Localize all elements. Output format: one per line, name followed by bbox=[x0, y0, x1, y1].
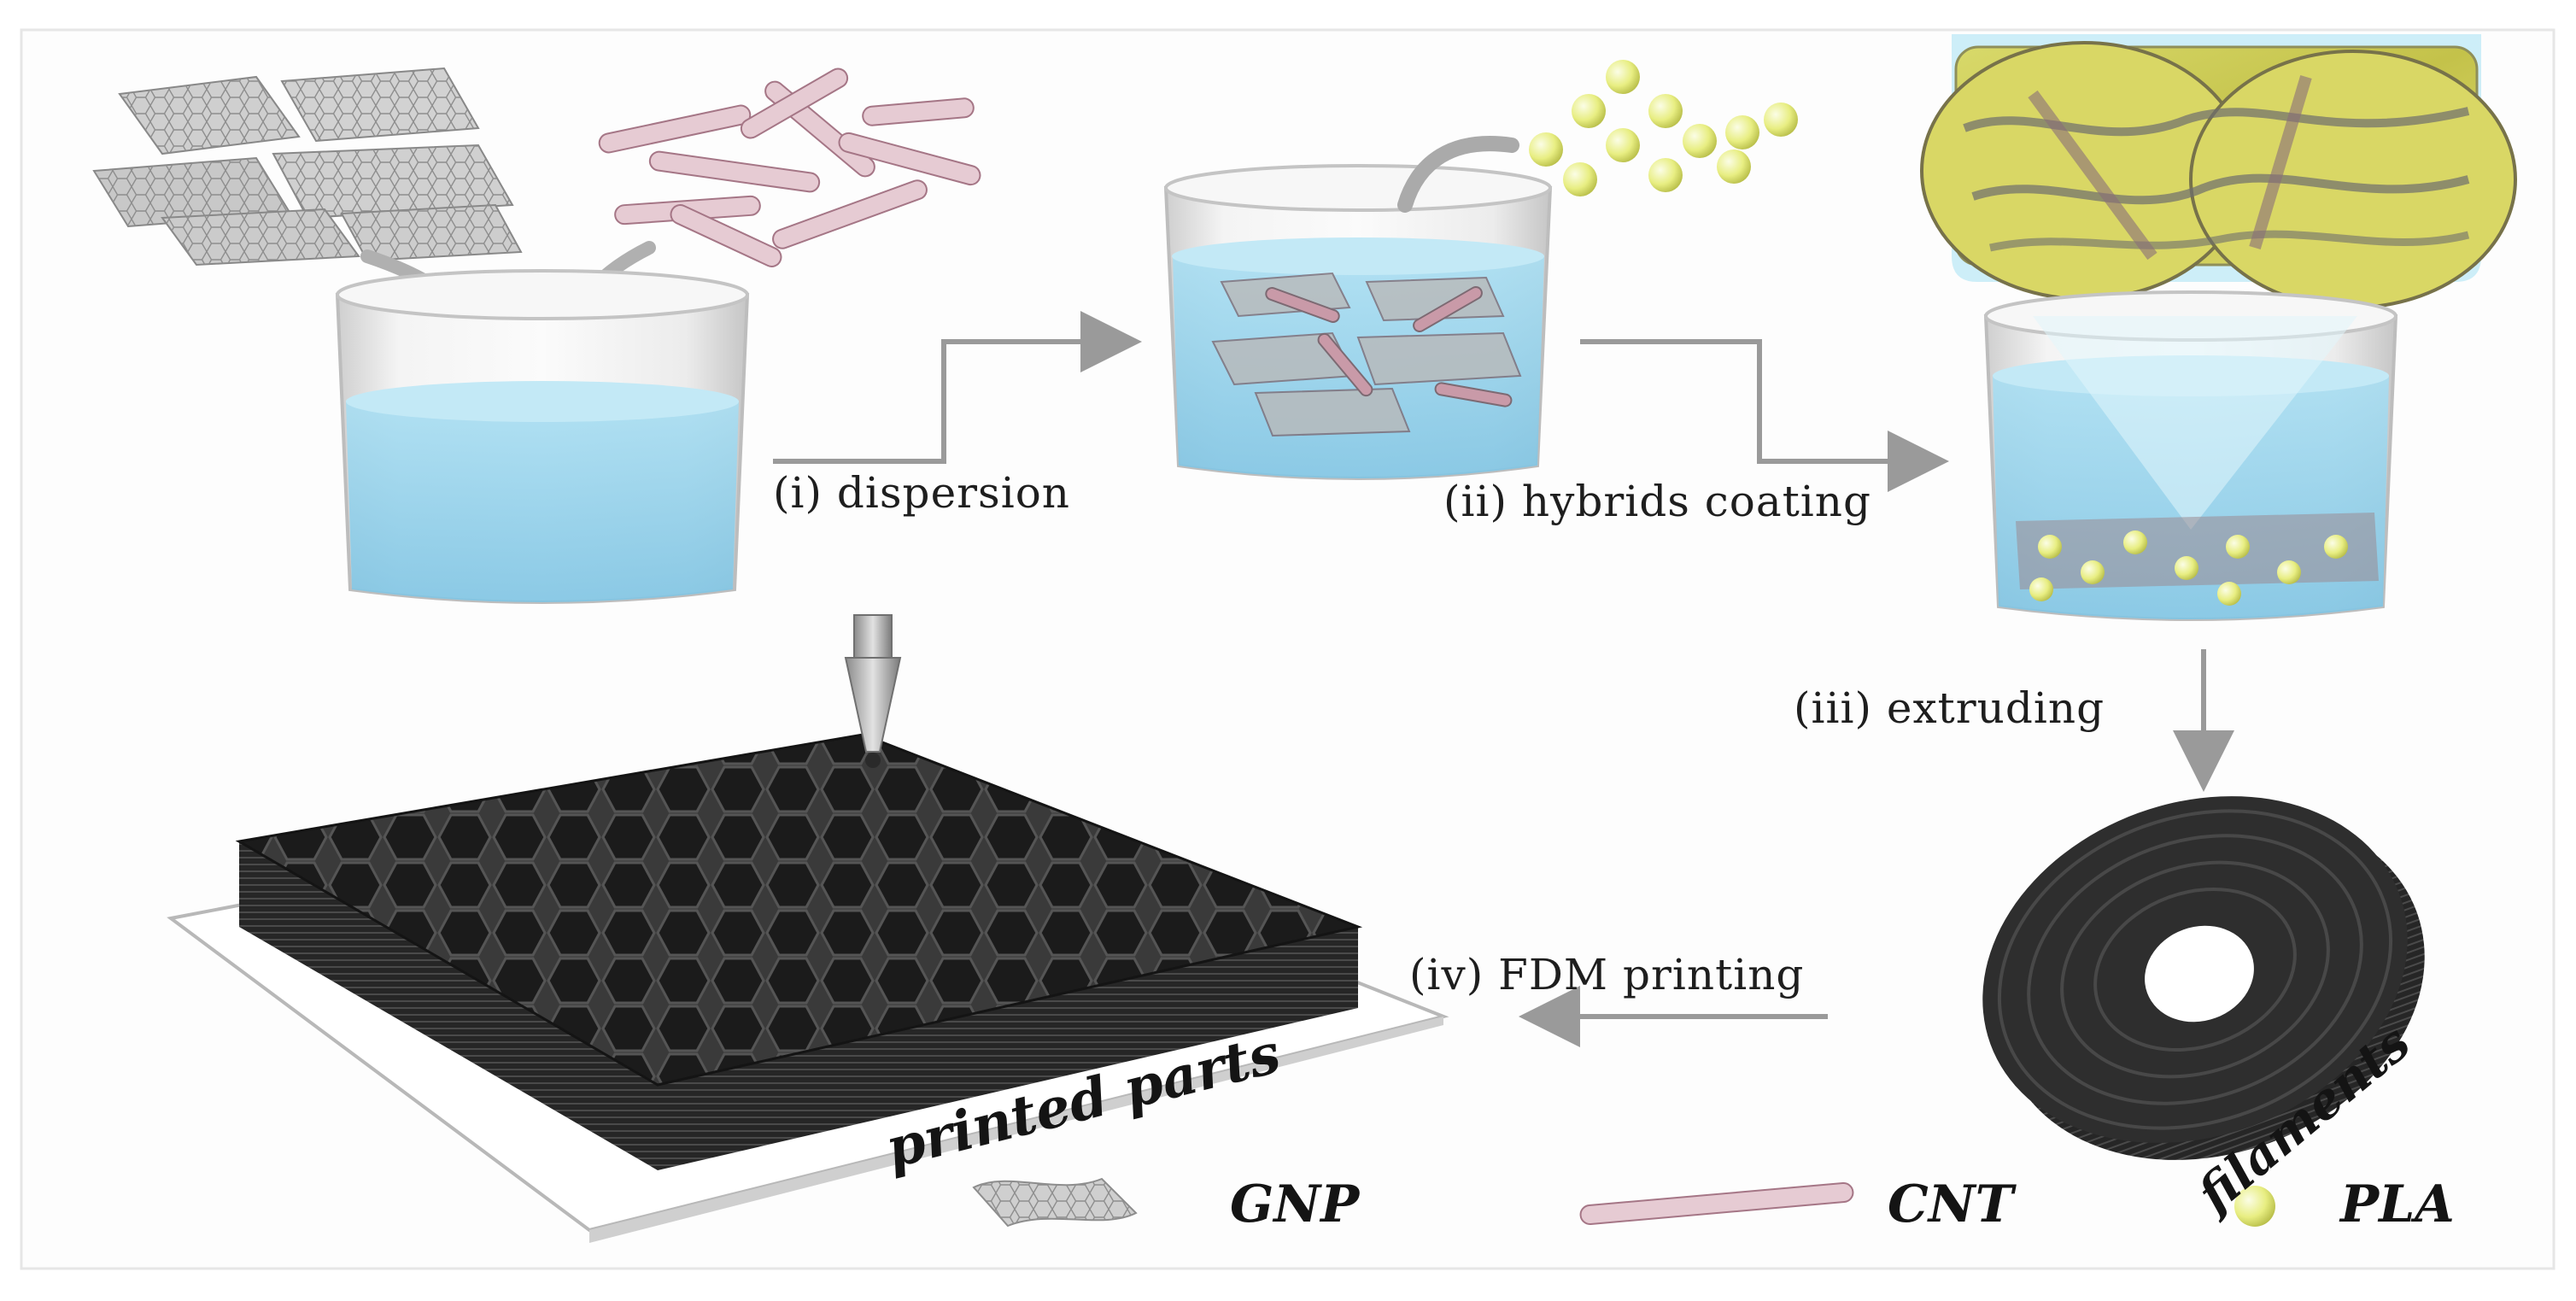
step-printing-label: (iv) FDM printing bbox=[1409, 950, 1805, 999]
legend-cnt-label: CNT bbox=[1888, 1175, 2014, 1234]
legend-gnp-icon bbox=[972, 1177, 1138, 1228]
feed-arrow-pla bbox=[1397, 136, 1519, 213]
legend-pla-label: PLA bbox=[2340, 1175, 2455, 1234]
arrow-coating bbox=[1580, 339, 1949, 492]
beaker-dispersion bbox=[335, 269, 750, 604]
beaker-coated bbox=[1983, 290, 2398, 621]
printed-honeycomb bbox=[167, 733, 1449, 1243]
coated-pellets bbox=[2016, 513, 2379, 606]
step-coating-label: (ii) hybrids coating bbox=[1443, 477, 1872, 526]
pla-pellets-cluster bbox=[1529, 60, 1798, 196]
arrow-dispersion bbox=[773, 311, 1142, 464]
cnt-tubes-cluster bbox=[598, 67, 981, 267]
gnp-sheets-cluster bbox=[92, 67, 523, 267]
legend-cnt-icon bbox=[1579, 1182, 1854, 1225]
legend-pla-icon bbox=[2234, 1186, 2275, 1227]
hybrid-particles bbox=[1211, 272, 1522, 437]
legend-gnp-label: GNP bbox=[1230, 1175, 1360, 1234]
coated-pellet-inset bbox=[1920, 34, 2517, 309]
printer-nozzle bbox=[844, 614, 902, 768]
step-dispersion-label: (i) dispersion bbox=[773, 468, 1071, 518]
filament-spool bbox=[1982, 796, 2425, 1160]
beaker-hybrids bbox=[1163, 164, 1553, 480]
step-extruding-label: (iii) extruding bbox=[1794, 683, 2105, 733]
